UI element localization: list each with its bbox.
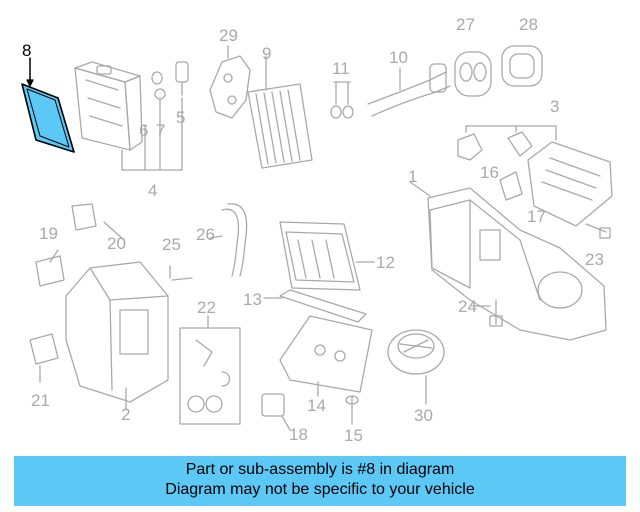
callout-26: 26: [196, 225, 215, 244]
callout-21: 21: [31, 391, 50, 410]
part-24: [489, 299, 503, 327]
part-3-16-17: [457, 125, 557, 201]
part-14-tray: [279, 315, 373, 397]
part-27-28-gaskets: [454, 45, 543, 97]
part-evaporator: [74, 61, 143, 151]
part-23: [585, 223, 611, 239]
callout-4: 4: [148, 181, 158, 200]
part-11-clips: [330, 81, 354, 119]
part-6-7-5: [121, 61, 189, 171]
callout-18: 18: [289, 425, 308, 444]
part-8-cabin-filter: [21, 57, 75, 153]
banner-line-1: Part or sub-assembly is #8 in diagram: [185, 461, 455, 478]
callout-5: 5: [176, 108, 186, 127]
callout-27: 27: [456, 15, 475, 34]
banner-line-2: Diagram may not be specific to your vehi…: [165, 481, 475, 498]
callout-2: 2: [121, 405, 131, 424]
callout-1: 1: [408, 167, 418, 186]
part-29: [209, 45, 251, 119]
part-30-blower: [387, 329, 445, 405]
part-1-main-housing: [427, 187, 607, 341]
callout-3: 3: [550, 97, 560, 116]
callout-22: 22: [197, 298, 216, 317]
callout-15: 15: [344, 426, 363, 445]
part-18: [261, 393, 291, 431]
callout-13: 13: [243, 290, 262, 309]
leader-lines: [49, 181, 491, 307]
callout-12: 12: [376, 253, 395, 272]
part-10-pipes: [367, 63, 451, 117]
callout-24: 24: [458, 297, 477, 316]
callout-28: 28: [519, 15, 538, 34]
callout-8: 8: [22, 41, 32, 60]
callout-20: 20: [107, 234, 126, 253]
callout-30: 30: [414, 406, 433, 425]
callout-29: 29: [219, 26, 238, 45]
callout-16: 16: [480, 163, 499, 182]
callout-25: 25: [162, 235, 181, 254]
callout-7: 7: [156, 121, 166, 140]
part-22-kit: [179, 315, 241, 425]
part-upper-housing: [527, 141, 613, 227]
part-12-filter: [279, 221, 361, 291]
part-26-hose: [221, 203, 248, 277]
callout-19: 19: [39, 224, 58, 243]
part-19-20: [35, 203, 97, 287]
callout-9: 9: [262, 44, 272, 63]
callout-14: 14: [307, 396, 326, 415]
part-13-strip: [279, 289, 367, 323]
callout-6: 6: [139, 121, 149, 140]
part-21: [29, 333, 59, 383]
callout-23: 23: [585, 250, 604, 269]
callout-10: 10: [389, 48, 408, 67]
part-9-heater-core: [247, 55, 313, 169]
part-25-screw: [169, 265, 193, 281]
info-banner: Part or sub-assembly is #8 in diagram Di…: [14, 456, 626, 506]
part-2-lower-housing: [65, 261, 169, 411]
callout-17: 17: [527, 207, 546, 226]
callout-11: 11: [332, 59, 350, 78]
part-15-screw: [345, 395, 359, 425]
